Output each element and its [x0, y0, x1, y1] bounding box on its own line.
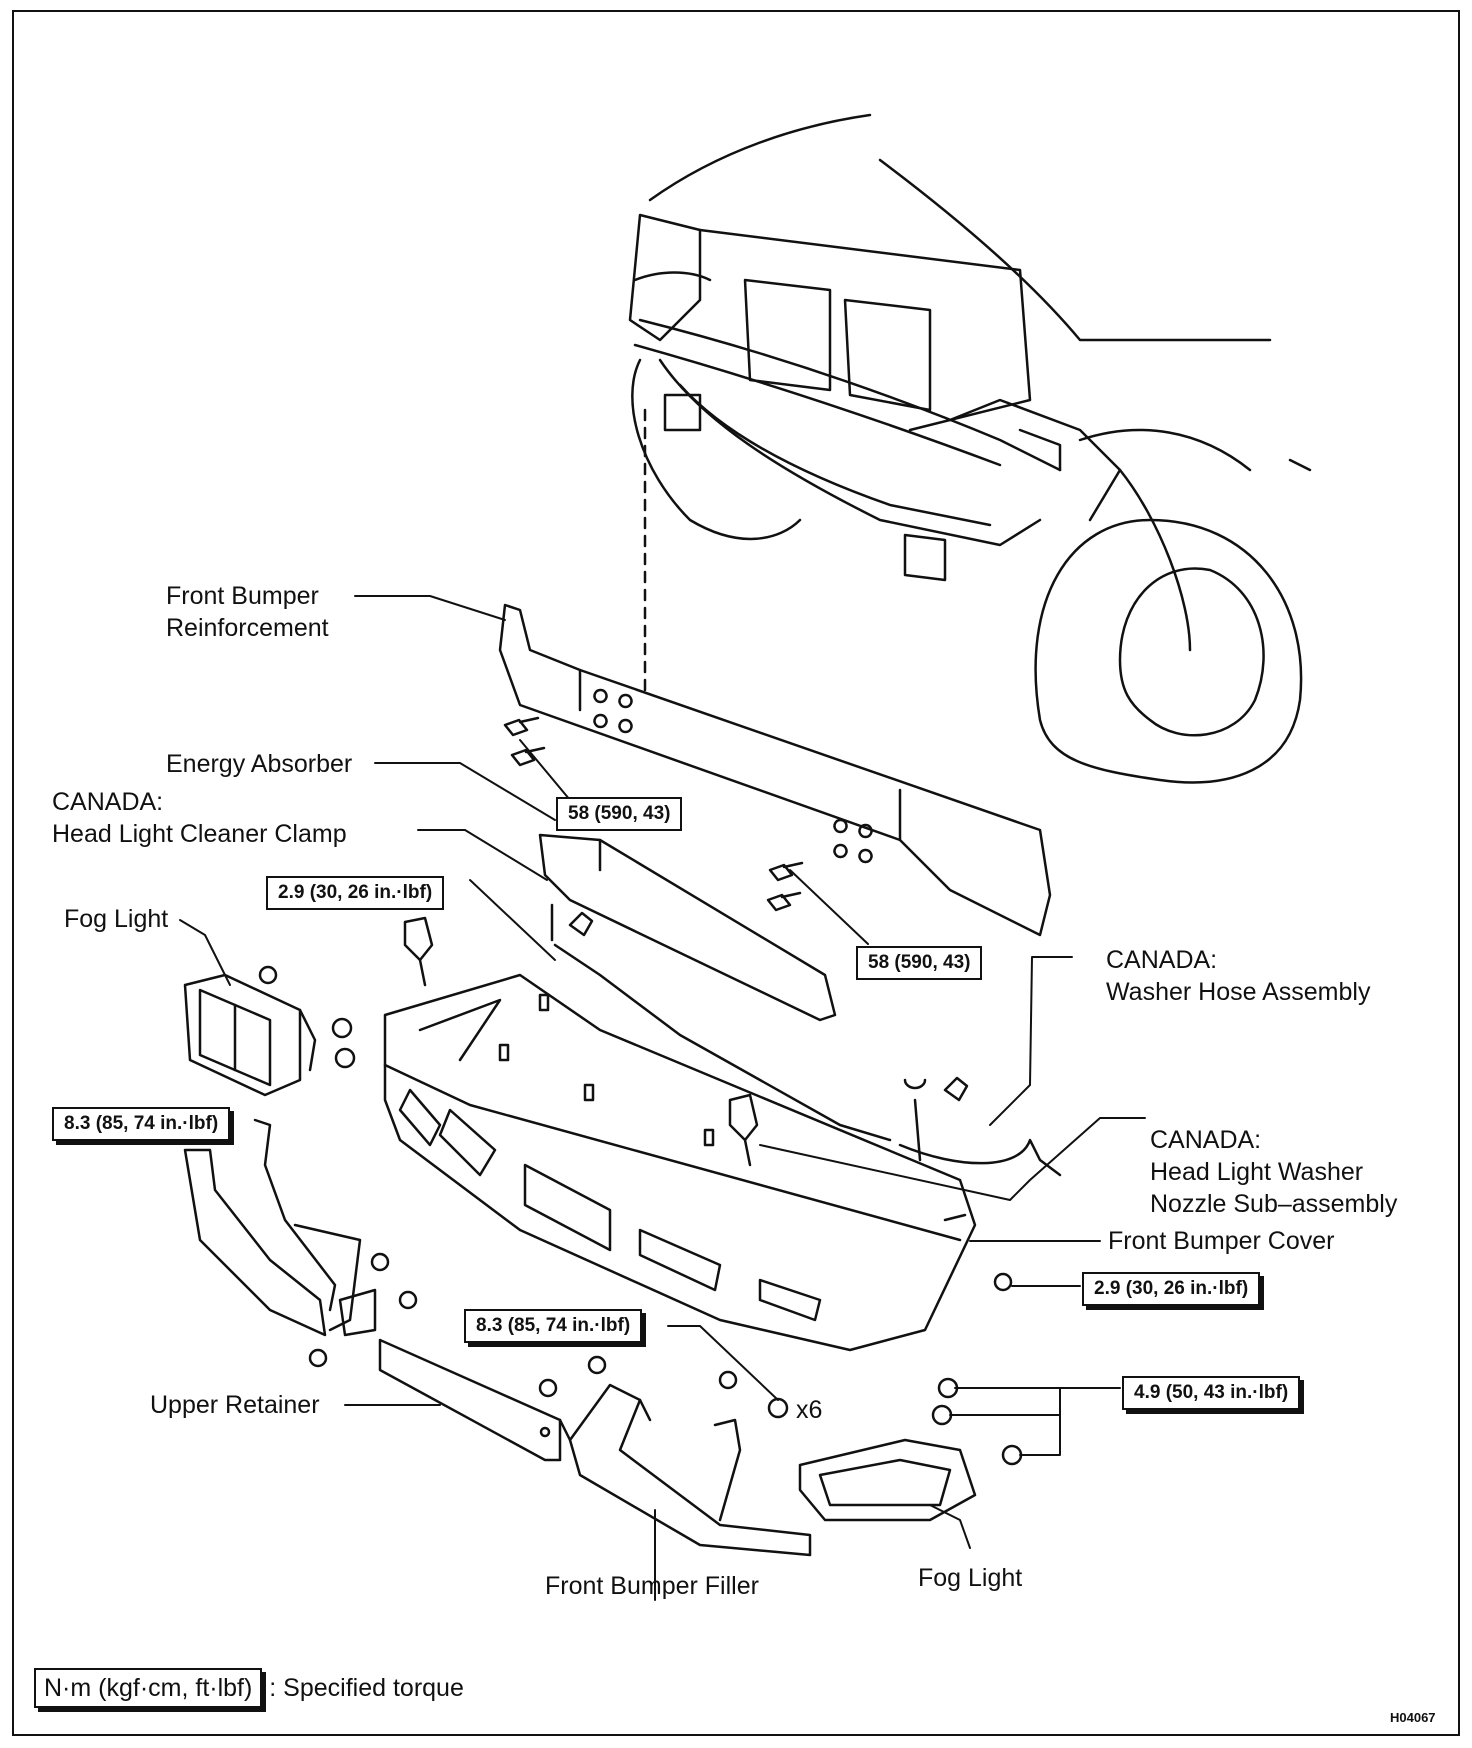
label-energy-absorber: Energy Absorber: [166, 750, 353, 778]
fog-light-right-part: [798, 1377, 1023, 1522]
label-canada-washer-hose: CANADA: Washer Hose Assembly: [1106, 946, 1371, 1006]
torque-legend: N·m (kgf·cm, ft·lbf) : Specified torque: [34, 1668, 464, 1708]
legend-unit-box: N·m (kgf·cm, ft·lbf): [34, 1668, 263, 1708]
label-fog-light-right: Fog Light: [918, 1564, 1023, 1592]
vehicle-front-illustration: [628, 113, 1312, 784]
diagram-frame: [12, 10, 1460, 1736]
washer-hose-part: [550, 903, 1062, 1177]
label-front-bumper-reinforcement: Front Bumper Reinforcement: [166, 582, 329, 642]
energy-absorber-part: [538, 833, 837, 1022]
label-canada-clamp: CANADA: Head Light Cleaner Clamp: [52, 788, 347, 848]
torque-reinf-bolts-left: 58 (590, 43): [556, 797, 683, 831]
front-bumper-filler-part: [538, 1355, 812, 1557]
left-brackets-part: [183, 1118, 418, 1368]
label-front-bumper-cover: Front Bumper Cover: [1108, 1227, 1335, 1255]
upper-retainer-part: [378, 1338, 572, 1462]
torque-fog-right-bolts: 4.9 (50, 43 in.·lbf): [1122, 1376, 1301, 1410]
torque-fog-left-bolt: 8.3 (85, 74 in.·lbf): [52, 1107, 231, 1141]
legend-description: : Specified torque: [269, 1674, 464, 1702]
front-bumper-cover-part: [383, 973, 977, 1352]
torque-clamp-bolt: 2.9 (30, 26 in.·lbf): [266, 876, 445, 910]
figure-code: H04067: [1390, 1710, 1436, 1725]
torque-reinf-bolts-right: 58 (590, 43): [856, 946, 983, 980]
bumper-reinforcement-part: [498, 603, 1052, 937]
label-x6: x6: [796, 1396, 823, 1424]
cover-clips: [498, 993, 1013, 1292]
fog-light-left-part: [183, 965, 356, 1097]
label-fog-light-left: Fog Light: [64, 905, 169, 933]
torque-retainer-bolts: 8.3 (85, 74 in.·lbf): [464, 1309, 643, 1343]
label-upper-retainer: Upper Retainer: [150, 1391, 320, 1419]
label-front-bumper-filler: Front Bumper Filler: [545, 1572, 759, 1600]
leader-lines: [179, 595, 1146, 1601]
label-canada-washer-nozzle: CANADA: Head Light Washer Nozzle Sub–ass…: [1150, 1126, 1398, 1218]
washer-nozzle-part: [403, 916, 759, 1167]
torque-cover-bolt: 2.9 (30, 26 in.·lbf): [1082, 1272, 1261, 1306]
